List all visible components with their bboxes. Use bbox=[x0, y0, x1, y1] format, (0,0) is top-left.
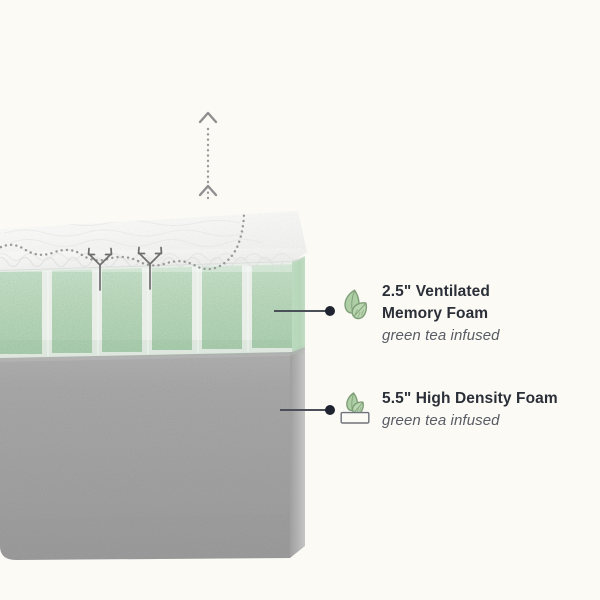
callout-title-line1: 5.5" High Density Foam bbox=[382, 390, 558, 407]
callout-ventilated-memory-foam: 2.5" Ventilated Memory Foam green tea in… bbox=[338, 281, 600, 347]
channel-airflow-arrows bbox=[87, 246, 163, 291]
ventilated-memory-foam-layer bbox=[0, 257, 305, 358]
airflow-arrow-top bbox=[198, 111, 218, 124]
callout-high-density-foam: 5.5" High Density Foam green tea infused bbox=[338, 388, 600, 432]
callout-connector-ventilated bbox=[274, 306, 335, 316]
callout-title-line2: Memory Foam bbox=[382, 305, 489, 322]
high-density-foam-layer bbox=[0, 344, 305, 560]
leaf-on-foam-block-icon bbox=[338, 389, 372, 427]
quilted-cover-layer bbox=[0, 211, 307, 271]
two-leaves-icon bbox=[338, 287, 372, 325]
callout-text-block: 2.5" Ventilated Memory Foam green tea in… bbox=[382, 281, 600, 347]
callout-title-line1: 2.5" Ventilated bbox=[382, 283, 490, 300]
callout-text-block: 5.5" High Density Foam green tea infused bbox=[382, 388, 600, 432]
callout-subtitle: green tea infused bbox=[382, 412, 500, 429]
airflow-indicator bbox=[0, 111, 246, 291]
callout-subtitle: green tea infused bbox=[382, 327, 500, 344]
callout-connector-density bbox=[280, 405, 335, 415]
airflow-arrow-mid bbox=[198, 184, 218, 197]
